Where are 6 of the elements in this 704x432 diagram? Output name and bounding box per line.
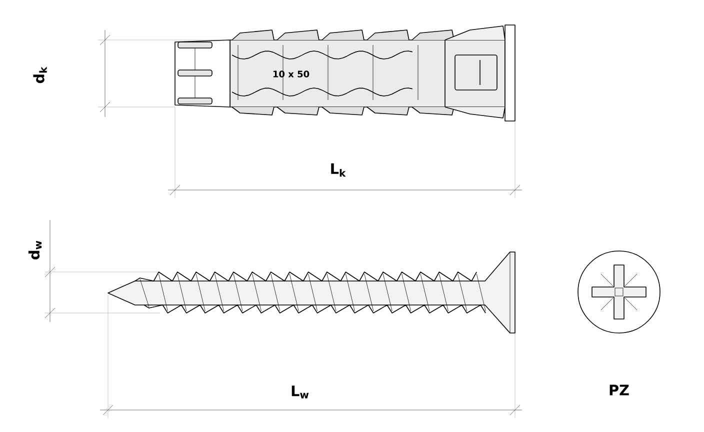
dimension-label: d$_{k}$ [33, 66, 47, 84]
marking-text: 10 x 50 [273, 70, 310, 78]
dimension-label: PZ [610, 384, 629, 396]
dimension-label: L$_{w}$ [292, 386, 309, 398]
dimension-label: d$_{w}$ [28, 240, 42, 260]
dimension-label: L$_{k}$ [331, 163, 346, 177]
